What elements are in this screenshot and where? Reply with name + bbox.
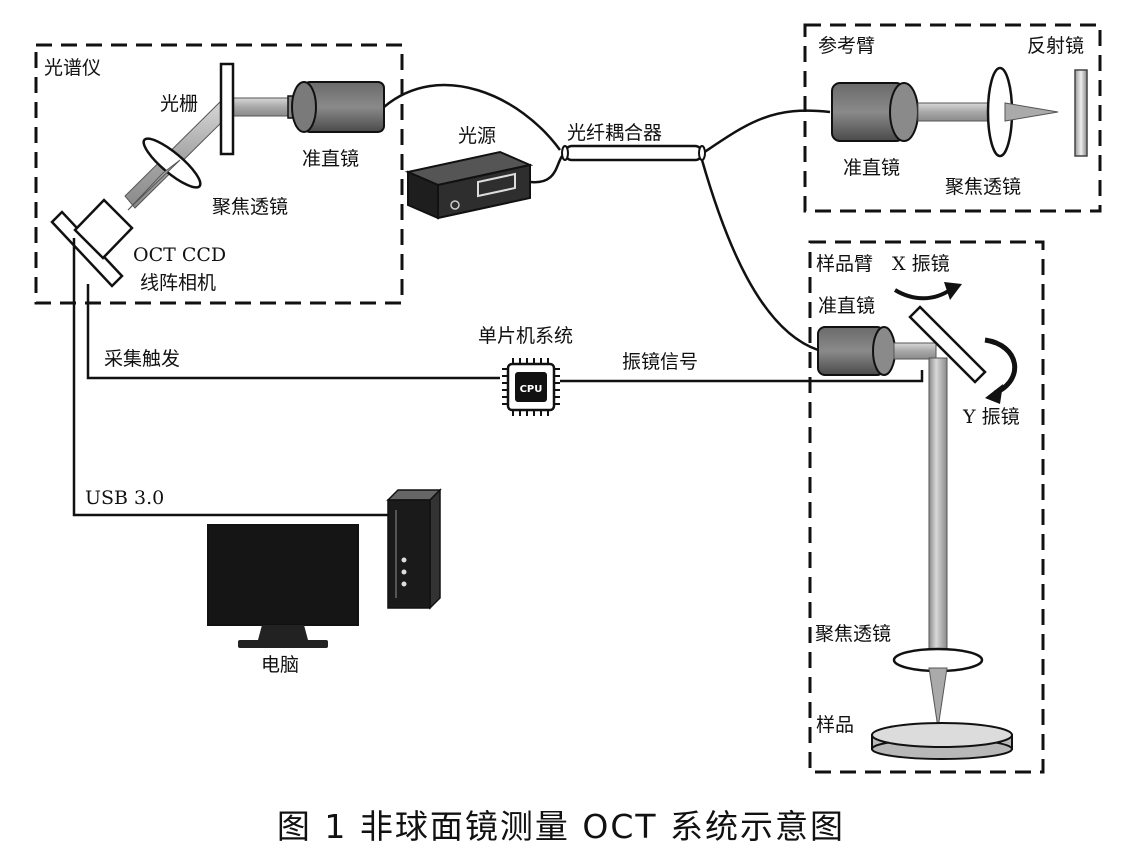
cpu-chip-label: CPU — [520, 384, 543, 395]
sample-horizontal-beam — [893, 342, 937, 360]
oct-system-diagram: CPU — [34, 23, 1102, 774]
spectrometer-collimator-label: 准直镜 — [302, 148, 360, 170]
sample-vertical-beam — [928, 357, 948, 655]
sample-arm-box — [808, 240, 1045, 774]
x-galvo-arrowhead — [944, 282, 962, 300]
reference-collimator — [831, 82, 919, 142]
grating — [219, 62, 235, 156]
sample-label: 样品 — [816, 714, 855, 736]
spectrometer-collimator — [287, 81, 385, 133]
y-galvo-arrow — [984, 337, 1018, 396]
reference-focus-lens-label: 聚焦透镜 — [945, 176, 1022, 198]
usb-label: USB 3.0 — [85, 487, 165, 509]
galvo-signal-label: 振镜信号 — [622, 351, 699, 373]
reference-collimator-label: 准直镜 — [843, 157, 901, 179]
computer — [207, 488, 442, 648]
light-source-label: 光源 — [458, 125, 497, 147]
mcu-system-label: 单片机系统 — [478, 325, 574, 347]
mirror-label: 反射镜 — [1027, 35, 1085, 57]
sample-collimator-label: 准直镜 — [818, 295, 876, 317]
cpu-chip: CPU — [502, 358, 560, 416]
spectrometer-box — [34, 43, 404, 305]
y-galvo-label: Y 振镜 — [963, 406, 1020, 428]
trigger-wire — [86, 284, 500, 380]
spectrometer-label: 光谱仪 — [44, 57, 102, 79]
fiber-source-to-coupler — [529, 151, 566, 184]
fiber-coupler-to-sample — [700, 159, 819, 352]
ccd-line-camera — [50, 198, 134, 288]
grating-label: 光栅 — [160, 93, 199, 115]
figure-caption: 图 1 非球面镜测量 OCT 系统示意图 — [276, 807, 846, 846]
x-galvo-label: X 振镜 — [892, 253, 950, 275]
spectrometer-horizontal-beam — [231, 97, 293, 117]
camera-label-line2: 线阵相机 — [140, 272, 217, 294]
galvo-mirror — [908, 305, 987, 384]
fiber-coupler-to-reference — [699, 109, 831, 157]
sample-collimator — [817, 326, 896, 376]
spectrometer-focus-lens-label: 聚焦透镜 — [212, 196, 289, 218]
usb-wire — [72, 238, 388, 517]
computer-label: 电脑 — [261, 654, 300, 676]
camera-label-line1: OCT CCD — [133, 244, 227, 266]
fiber-collimator-to-coupler — [383, 83, 562, 151]
y-galvo-arrowhead — [985, 384, 1003, 404]
sample-focus-cone — [928, 667, 948, 729]
sample-focus-lens-label: 聚焦透镜 — [815, 623, 892, 645]
acq-trigger-label: 采集触发 — [104, 348, 181, 370]
galvo-signal-wire — [560, 370, 924, 383]
fiber-coupler — [561, 144, 706, 162]
reference-focus-cone — [1004, 102, 1059, 122]
reference-arm-box — [803, 23, 1102, 213]
reference-arm-label: 参考臂 — [818, 35, 876, 57]
spectrometer-focus-cone — [127, 159, 181, 211]
light-source — [404, 150, 534, 220]
reference-mirror — [1074, 69, 1088, 157]
sample-arm-label: 样品臂 — [816, 253, 874, 275]
reference-beam — [917, 102, 999, 122]
x-galvo-arrow — [893, 288, 952, 301]
fiber-coupler-label: 光纤耦合器 — [567, 122, 663, 144]
sample-disk — [871, 722, 1013, 760]
